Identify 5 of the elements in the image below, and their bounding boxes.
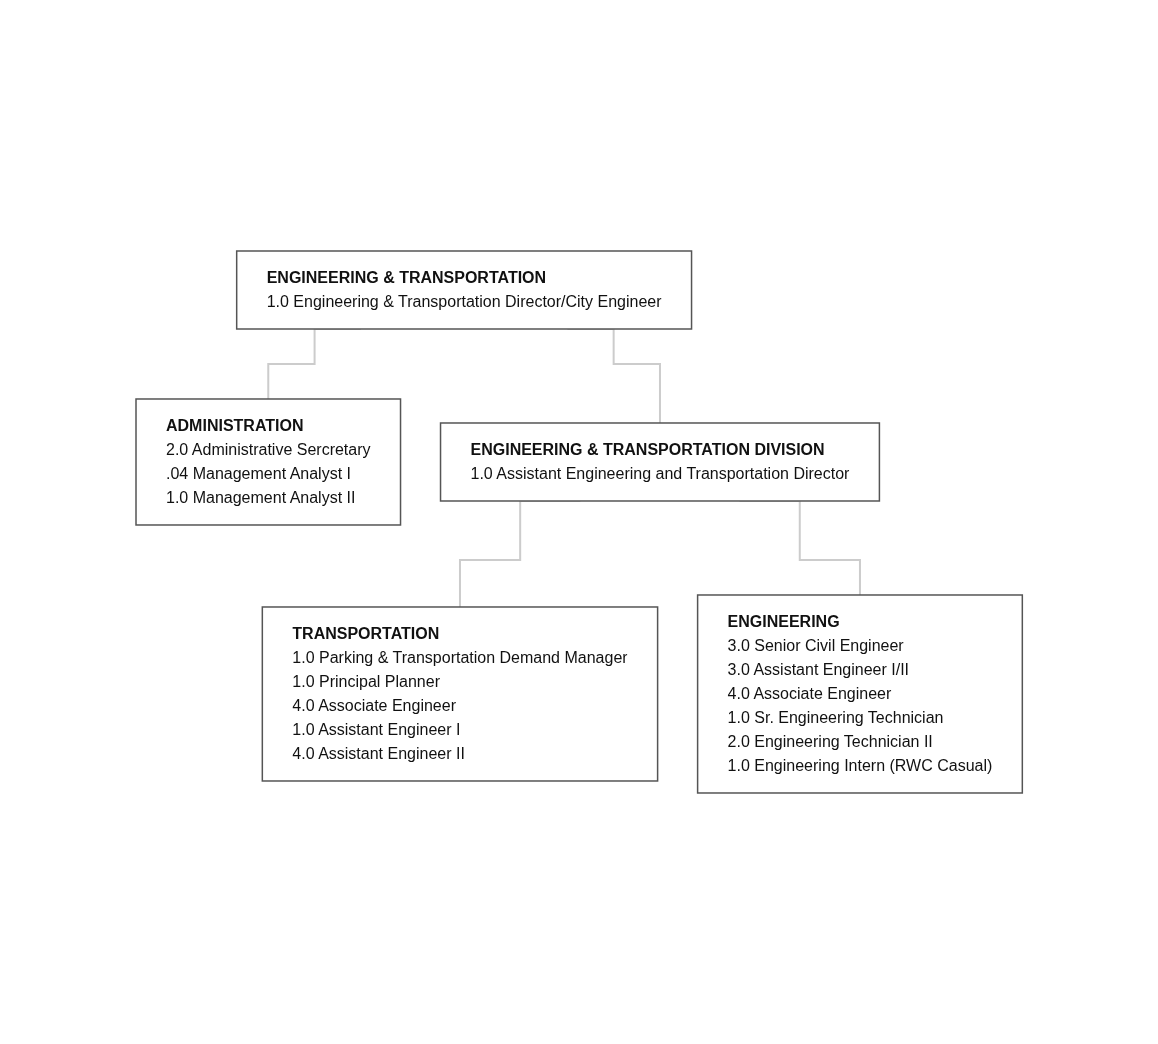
node-box: ENGINEERING 3.0 Senior Civil Engineer 3.0 Assistant Engineer I/II 4.0 Associate Engineer 1.0 Sr. Engineering Technician 2.0 Engineering Technician II 1.0 Engineering Intern (RWC Casual) [696,594,1023,794]
node-box: ENGINEERING & TRANSPORTATION DIVISION 1.0 Assistant Engineering and Transportation Director [439,422,880,502]
node-box: ENGINEERING & TRANSPORTATION 1.0 Engineering & Transportation Director/City Engineer [235,250,693,330]
node-box: ADMINISTRATION 2.0 Administrative Sercretary .04 Management Analyst I 1.0 Management Analyst II [135,398,402,526]
node-box: TRANSPORTATION 1.0 Parking & Transportation Demand Manager 1.0 Principal Planner 4.0 Associate Engineer 1.0 Assistant Engineer I 4.0 Assistant Engineer II [261,606,659,782]
